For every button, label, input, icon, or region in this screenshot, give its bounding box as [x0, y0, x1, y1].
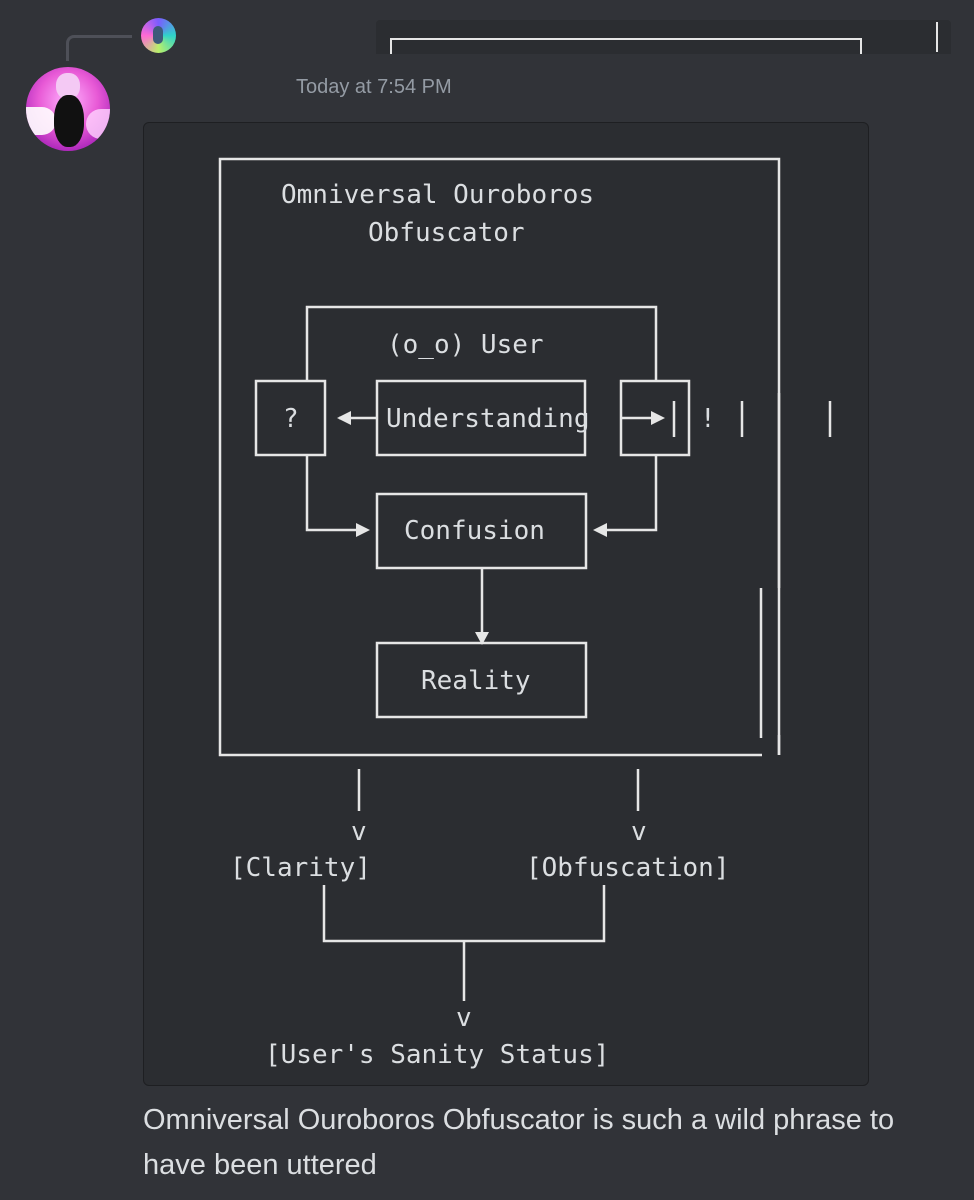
outer-box-frame [218, 157, 781, 757]
reality-label: Reality [421, 666, 531, 696]
code-block: Omniversal Ouroboros Obfuscator (o_o) Us… [143, 122, 869, 1086]
arrowhead-to-question [337, 411, 351, 425]
exclaim-to-confusion [607, 455, 658, 532]
arrowhead-to-reality [475, 632, 489, 645]
arrow-v-left: v [351, 817, 367, 847]
diagram-title-line1: Omniversal Ouroboros [281, 180, 594, 210]
clarity-label: [Clarity] [230, 853, 371, 883]
arrowhead-to-exclaim [651, 411, 665, 425]
merge-bracket [322, 885, 606, 943]
question-label: ? [283, 404, 299, 434]
question-box [254, 379, 327, 457]
user-label: (o_o) User [387, 330, 544, 360]
replied-message-preview[interactable] [376, 20, 951, 54]
replied-user-avatar[interactable] [141, 18, 176, 53]
obfuscation-label: [Obfuscation] [526, 853, 730, 883]
arrowhead-right-to-confusion [593, 523, 607, 537]
confusion-label: Confusion [404, 516, 545, 546]
arrow-v-bottom: v [456, 1003, 472, 1033]
message-text: Omniversal Ouroboros Obfuscator is such … [143, 1104, 895, 1181]
understanding-label: Understanding [386, 404, 590, 434]
preview-box-fragment [390, 38, 862, 54]
ascii-diagram: Omniversal Ouroboros Obfuscator (o_o) Us… [218, 157, 832, 1070]
author-avatar[interactable] [26, 67, 110, 151]
message-timestamp[interactable]: Today at 7:54 PM [296, 76, 452, 98]
question-to-confusion [305, 455, 362, 532]
user-loop-top [305, 305, 658, 381]
arrowhead-left-to-confusion [356, 523, 370, 537]
exclaim-label: ! [700, 404, 716, 434]
sanity-label: [User's Sanity Status] [265, 1040, 609, 1070]
reply-connector [66, 35, 132, 61]
diagram-title-line2: Obfuscator [368, 218, 525, 248]
preview-line-fragment [936, 22, 938, 52]
arrow-v-right: v [631, 817, 647, 847]
